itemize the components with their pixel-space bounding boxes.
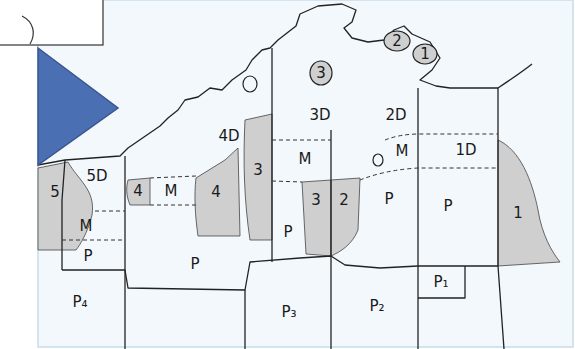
area-number: 1 bbox=[420, 47, 430, 62]
shaded-region bbox=[38, 162, 93, 250]
region-label: 1D bbox=[455, 143, 476, 158]
region-label: 4D bbox=[218, 129, 239, 144]
small-oval bbox=[243, 76, 257, 92]
area-number: 1 bbox=[513, 206, 523, 221]
shaded-region bbox=[195, 148, 240, 236]
dashed-border bbox=[62, 240, 125, 241]
shaded-region bbox=[498, 140, 560, 266]
region-border bbox=[244, 290, 245, 349]
region-border bbox=[124, 156, 125, 349]
map-outline bbox=[498, 64, 532, 88]
area-number: 2 bbox=[392, 34, 402, 49]
dashed-border bbox=[385, 134, 498, 140]
region-label: M bbox=[80, 219, 93, 234]
inset-box bbox=[0, 0, 103, 45]
dashed-border bbox=[272, 181, 302, 182]
pointer-arrow bbox=[38, 48, 118, 165]
region-label: P₁ bbox=[433, 275, 448, 290]
region-label: P bbox=[443, 199, 452, 214]
dashed-border bbox=[150, 176, 196, 178]
shaded-oval bbox=[413, 44, 437, 64]
dashed-border bbox=[272, 140, 331, 141]
region-label: P₃ bbox=[281, 305, 296, 320]
region-label: P bbox=[283, 225, 292, 240]
shaded-region bbox=[127, 178, 150, 205]
dashed-border bbox=[360, 168, 498, 180]
shaded-oval bbox=[384, 31, 410, 51]
dashed-border bbox=[150, 205, 198, 206]
circled-oval bbox=[310, 61, 332, 85]
region-border bbox=[417, 88, 418, 349]
region-border bbox=[498, 88, 504, 349]
region-label: 5D bbox=[86, 169, 107, 184]
area-number: 5 bbox=[50, 185, 60, 200]
dashed-border bbox=[95, 211, 125, 212]
area-number: 3 bbox=[316, 66, 326, 81]
region-label: M bbox=[165, 184, 178, 199]
area-number: 4 bbox=[211, 185, 221, 200]
region-label: P₄ bbox=[72, 295, 87, 310]
area-number: 3 bbox=[311, 193, 321, 208]
region-label: P bbox=[83, 249, 92, 264]
shaded-region bbox=[302, 180, 331, 256]
region-border bbox=[418, 266, 465, 298]
panel-ground bbox=[38, 0, 573, 347]
map-outline bbox=[38, 4, 498, 165]
area-number: 4 bbox=[133, 184, 143, 199]
region-border bbox=[271, 48, 272, 262]
region-label: P bbox=[384, 192, 393, 207]
region-label: M bbox=[299, 152, 312, 167]
region-border bbox=[62, 160, 65, 270]
area-number: 2 bbox=[339, 193, 349, 208]
region-label: M bbox=[396, 144, 409, 159]
shaded-region bbox=[244, 114, 272, 240]
region-label: 3D bbox=[309, 108, 330, 123]
region-label: P₂ bbox=[369, 299, 384, 314]
area-number: 3 bbox=[253, 163, 263, 178]
region-border bbox=[62, 256, 498, 290]
region-label: P bbox=[190, 257, 199, 272]
shaded-region bbox=[331, 178, 360, 256]
region-label: 2D bbox=[385, 108, 406, 123]
small-oval bbox=[373, 154, 383, 166]
inset-curve bbox=[22, 16, 33, 44]
region-border bbox=[330, 130, 331, 349]
